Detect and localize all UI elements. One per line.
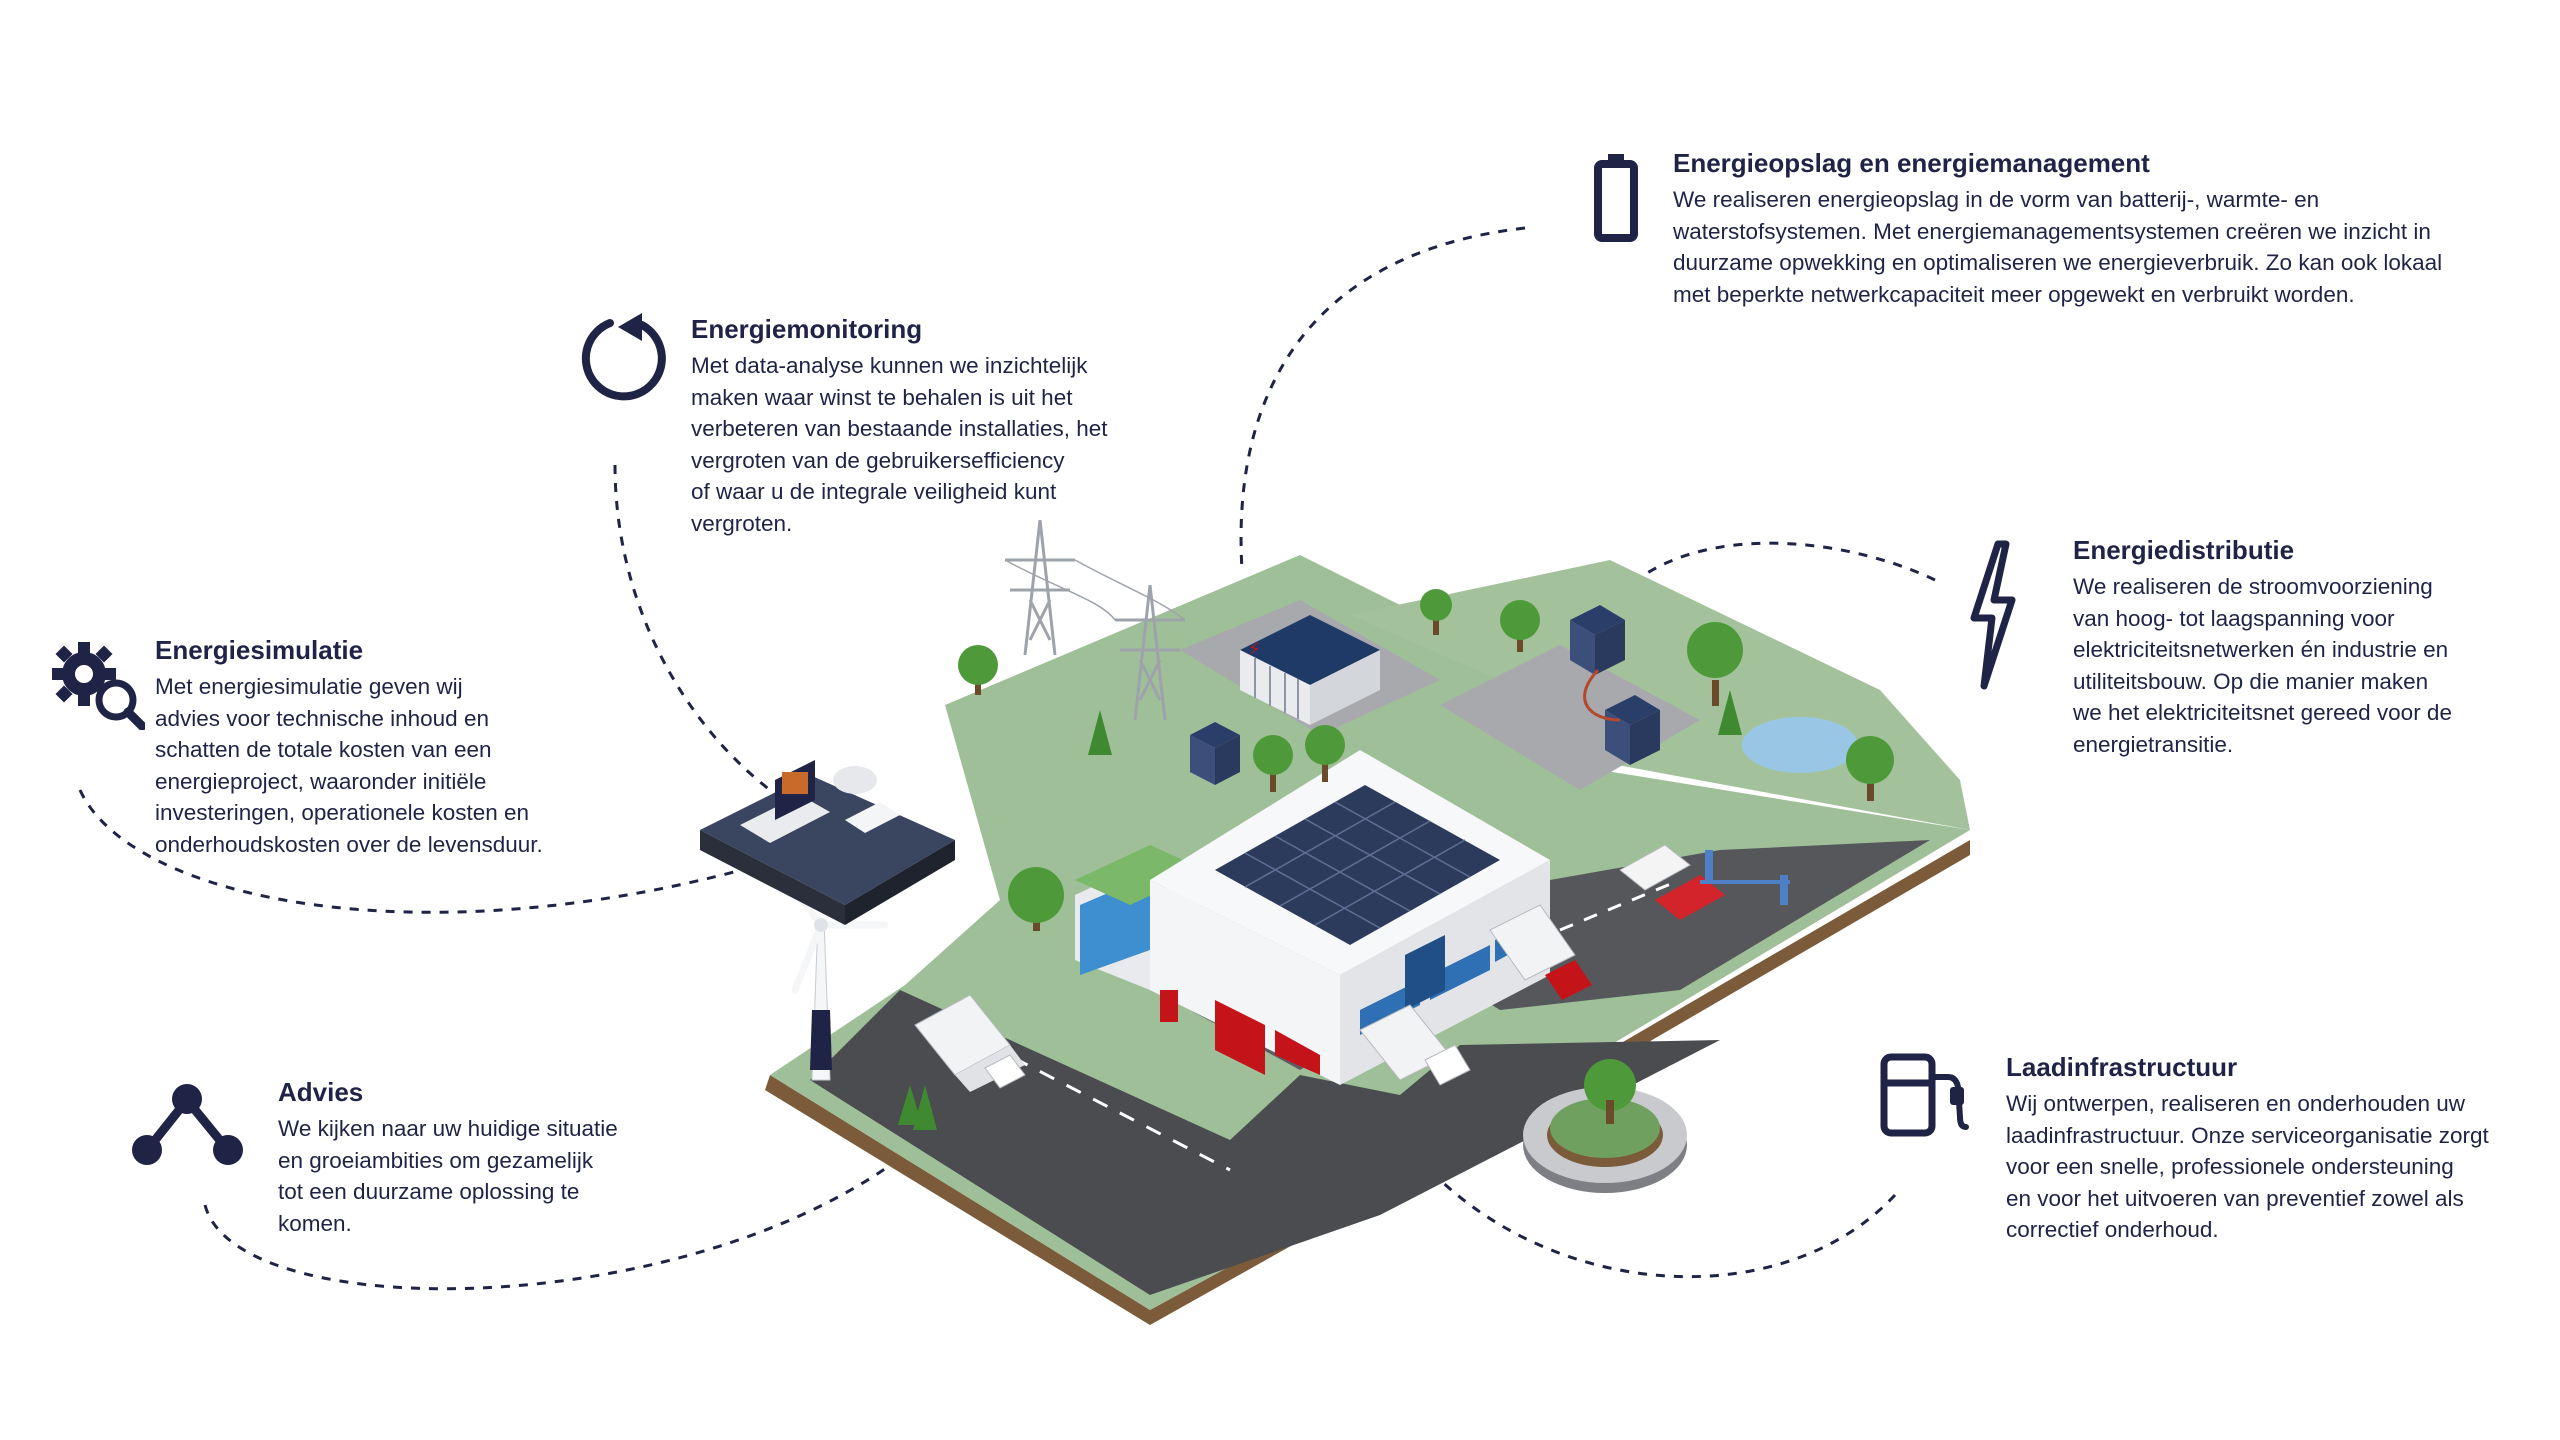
connector-advies <box>203 1084 977 1291</box>
section-line: met beperkte netwerkcapaciteit meer opge… <box>1673 281 2355 307</box>
section-title: Energiemonitoring <box>691 314 923 344</box>
section-energieopslag: Energieopslag en energiemanagement We re… <box>1673 146 2523 310</box>
section-line: investeringen, operationele kosten en <box>155 800 530 826</box>
section-energiemonitoring: Energiemonitoring Met data-analyse kunne… <box>691 312 1211 540</box>
section-line: verbeteren van bestaande installaties, h… <box>691 416 1108 442</box>
battery-containers: ⚡ <box>1240 615 1380 725</box>
section-title: Advies <box>278 1077 364 1107</box>
main-building <box>1075 750 1550 1085</box>
section-line: We kijken naar uw huidige situatie <box>278 1116 618 1141</box>
section-energiesimulatie: Energiesimulatie Met energiesimulatie ge… <box>155 633 715 861</box>
section-laadinfrastructuur: Laadinfrastructuur Wij ontwerpen, realis… <box>2006 1050 2551 1246</box>
section-line: komen. <box>278 1210 352 1236</box>
section-title: Energieopslag en energiemanagement <box>1673 148 2150 178</box>
section-line: vergroten. <box>691 510 793 536</box>
section-line: energieproject, waaronder initiële <box>155 768 487 794</box>
section-title: Laadinfrastructuur <box>2006 1052 2238 1082</box>
battery-icon <box>1594 154 1638 242</box>
roundabout <box>1523 1059 1687 1193</box>
road <box>810 990 1720 1295</box>
section-line: en groeiambities om gezamelijk <box>278 1147 594 1173</box>
transformer-houses <box>1190 605 1660 785</box>
section-line: vergroten van de gebruikersefficiency <box>691 447 1065 473</box>
section-line: We realiseren energieopslag in de vorm v… <box>1673 187 2320 212</box>
power-pylons <box>1004 519 1186 721</box>
lightning-icon <box>1970 540 2016 690</box>
section-line: elektriciteitsnetwerken én industrie en <box>2073 637 2449 663</box>
section-line: correctief onderhoud. <box>2006 1217 2219 1243</box>
section-line: Wij ontwerpen, realiseren en onderhouden… <box>2006 1091 2466 1116</box>
section-line: duurzame opwekking en optimaliseren we e… <box>1673 250 2443 276</box>
wind-turbine <box>776 866 889 1081</box>
connector-energiesimulatie <box>78 789 761 914</box>
section-title: Energiesimulatie <box>155 635 364 665</box>
section-line: en voor het uitvoeren van preventief zow… <box>2006 1185 2464 1211</box>
section-line: Met energiesimulatie geven wij <box>155 674 463 699</box>
section-line: laadinfrastructuur. Onze serviceorganisa… <box>2006 1122 2489 1148</box>
section-line: energietransitie. <box>2073 731 2234 757</box>
connector-energieopslag <box>1239 226 1526 571</box>
pond <box>1742 717 1858 773</box>
section-line: utiliteitsbouw. Op die manier maken <box>2073 668 2429 694</box>
section-line: waterstofsystemen. Met energiemanagement… <box>1673 218 2431 244</box>
section-line: tot een duurzame oplossing te <box>278 1179 580 1205</box>
section-line: schatten de totale kosten van een <box>155 737 492 763</box>
section-line: we het elektriciteitsnet gereed voor de <box>2073 700 2452 726</box>
section-line: van hoog- tot laagspanning voor <box>2073 605 2395 631</box>
fuel-pump-icon <box>1880 1053 1969 1137</box>
network-icon <box>132 1084 243 1165</box>
section-line: maken waar winst te behalen is uit het <box>691 384 1073 410</box>
trees <box>898 589 1894 1130</box>
gear-search-icon <box>52 642 145 730</box>
section-line: advies voor technische inhoud en <box>155 705 489 731</box>
section-line: We realiseren de stroomvoorziening <box>2073 574 2433 599</box>
vehicles <box>914 844 1790 1092</box>
section-line: voor een snelle, professionele ondersteu… <box>2006 1154 2454 1180</box>
refresh-icon <box>581 313 666 401</box>
office-tile <box>700 760 955 925</box>
connector-energiemonitoring <box>613 464 771 792</box>
section-line: Met data-analyse kunnen we inzichtelijk <box>691 353 1088 378</box>
section-advies: Advies We kijken naar uw huidige situati… <box>278 1075 738 1239</box>
section-line: onderhoudskosten over de levensduur. <box>155 831 543 857</box>
svg-text:⚡: ⚡ <box>1248 639 1261 660</box>
section-energiedistributie: Energiedistributie We realiseren de stro… <box>2073 533 2543 761</box>
section-line: of waar u de integrale veiligheid kunt <box>691 479 1057 505</box>
solar-panels-roof <box>1215 785 1500 945</box>
section-title: Energiedistributie <box>2073 535 2295 565</box>
